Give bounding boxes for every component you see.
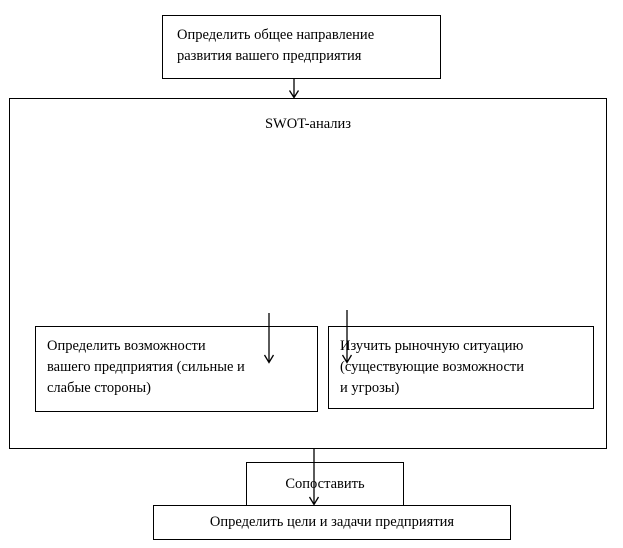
node-goals-and-objectives[interactable]: Определить цели и задачи предприятия xyxy=(153,505,511,540)
node-general-direction-label: Определить общее направление развития ва… xyxy=(177,27,375,64)
node-swot-container[interactable]: SWOT-анализ Определить возможности вашег… xyxy=(9,98,607,507)
node-market-situation-label: Изучить рыночную ситуацию (существующие … xyxy=(340,338,524,396)
node-compare[interactable]: Сопоставить xyxy=(246,462,404,507)
node-general-direction[interactable]: Определить общее направление развития ва… xyxy=(162,15,441,79)
node-market-situation[interactable]: Изучить рыночную ситуацию (существующие … xyxy=(328,326,594,409)
node-opportunities-label: Определить возможности вашего предприяти… xyxy=(47,338,245,396)
swot-title-label: SWOT-анализ xyxy=(264,116,352,132)
node-opportunities[interactable]: Определить возможности вашего предприяти… xyxy=(35,326,318,412)
arrow-top-to-swot xyxy=(288,79,300,99)
node-goals-and-objectives-label: Определить цели и задачи предприятия xyxy=(209,514,455,530)
node-compare-label: Сопоставить xyxy=(285,476,365,492)
